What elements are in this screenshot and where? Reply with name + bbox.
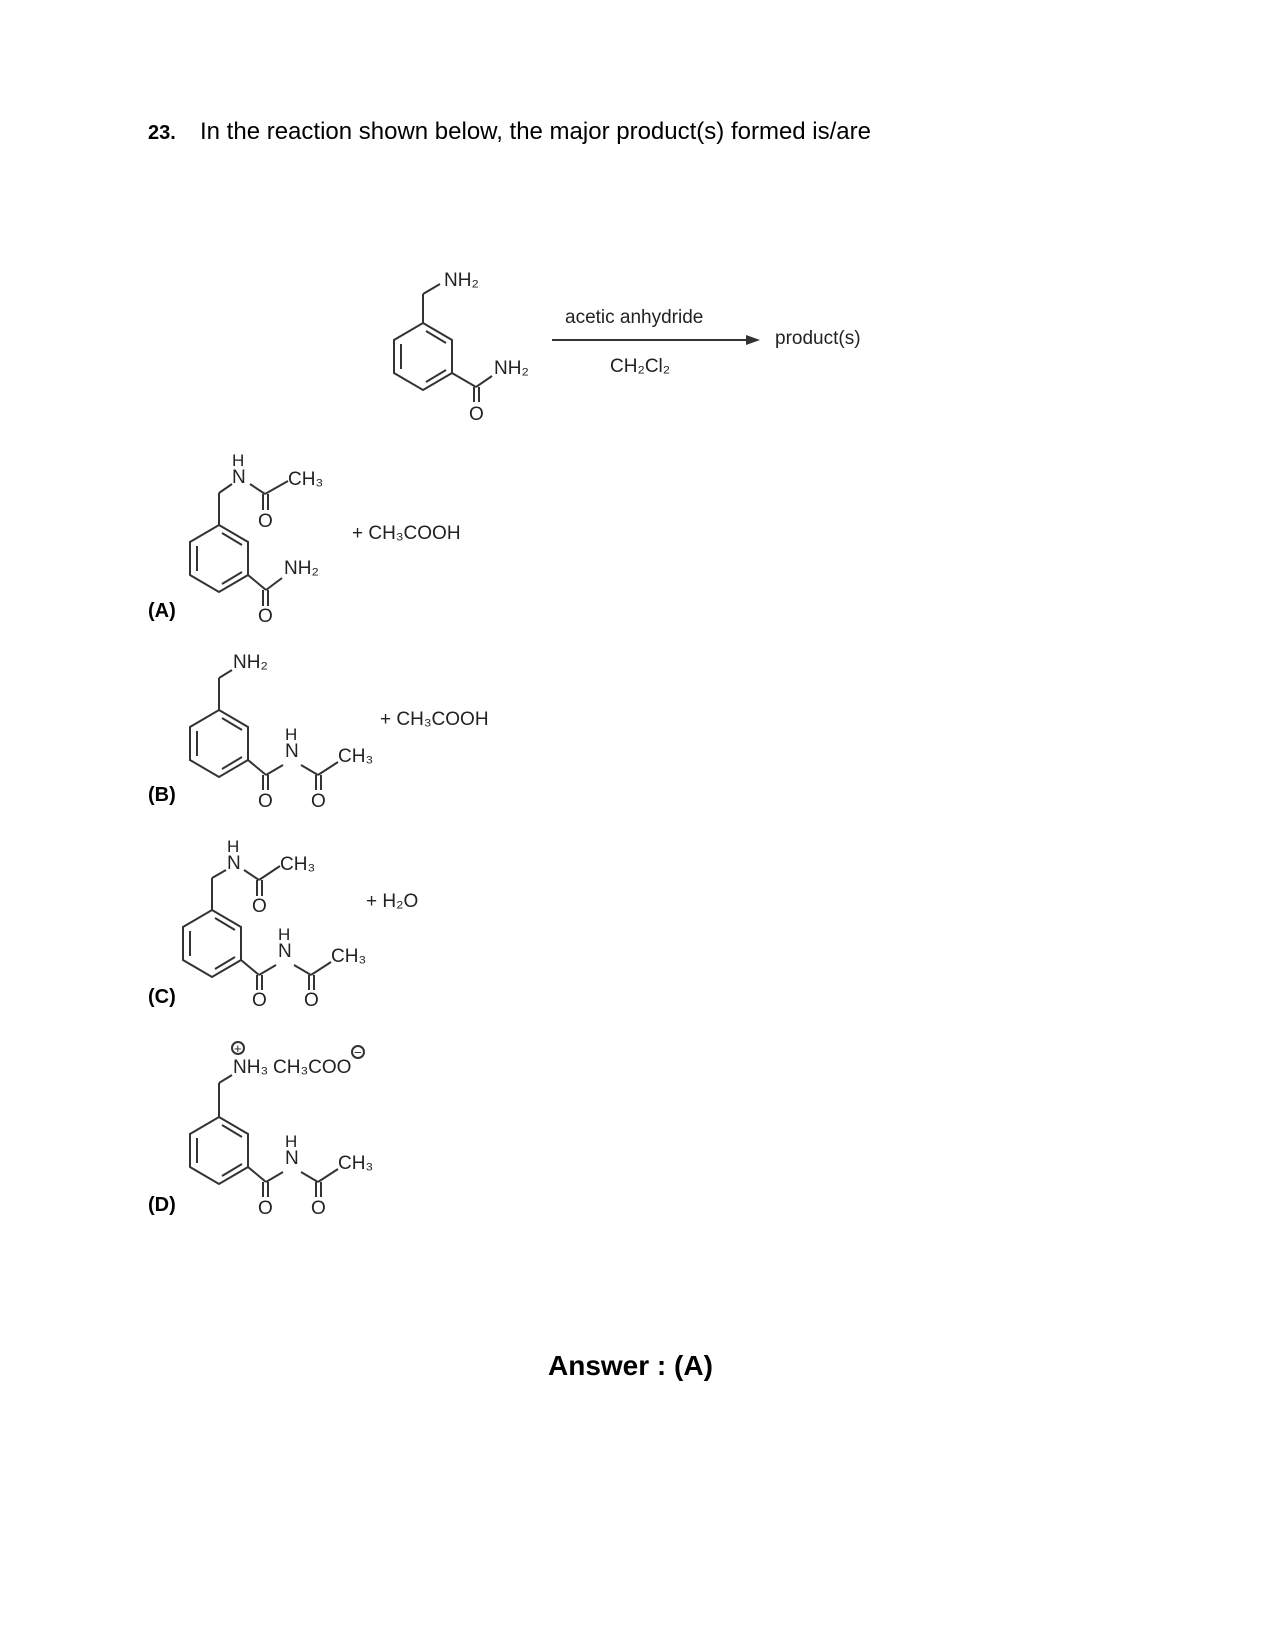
svg-text:H: H	[227, 837, 239, 856]
svg-text:H: H	[285, 725, 297, 744]
reactant-nh2-amide: NH₂	[494, 358, 529, 379]
svg-text:CH₃: CH₃	[338, 746, 373, 767]
svg-text:NH₂: NH₂	[284, 558, 319, 579]
answer-text: Answer : (A)	[548, 1350, 713, 1381]
svg-text:N: N	[285, 1148, 299, 1169]
svg-text:+: +	[234, 1041, 242, 1056]
option-c-structure	[182, 865, 332, 990]
svg-text:CH₃COO: CH₃COO	[273, 1057, 351, 1078]
plus-charge-icon	[231, 1041, 245, 1055]
svg-text:O: O	[304, 990, 319, 1011]
svg-text:O: O	[258, 606, 273, 627]
reactant-carbonyl-o: O	[469, 404, 484, 425]
svg-text:H: H	[285, 1132, 297, 1151]
svg-text:O: O	[258, 511, 273, 532]
question-text: In the reaction shown below, the major p…	[200, 118, 871, 145]
svg-text:O: O	[252, 896, 267, 917]
svg-text:N: N	[285, 741, 299, 762]
reagent-acetic-anhydride: acetic anhydride	[565, 307, 703, 328]
svg-text:O: O	[311, 791, 326, 812]
svg-text:CH₃: CH₃	[288, 469, 323, 490]
svg-text:NH₂: NH₂	[233, 652, 268, 673]
svg-text:O: O	[252, 990, 267, 1011]
svg-text:H: H	[232, 451, 244, 470]
svg-text:N: N	[232, 467, 246, 488]
option-c-byproduct: + H₂O	[366, 891, 418, 912]
svg-text:CH₃: CH₃	[331, 946, 366, 967]
option-c-label: (C)	[148, 986, 176, 1008]
option-d-label: (D)	[148, 1194, 176, 1216]
product-label: product(s)	[775, 328, 861, 349]
option-a-structure	[189, 480, 289, 606]
reagent-solvent: CH₂Cl₂	[610, 356, 670, 377]
svg-text:CH₃: CH₃	[280, 854, 315, 875]
svg-text:O: O	[311, 1198, 326, 1219]
option-a-label: (A)	[148, 600, 176, 622]
option-b-byproduct: + CH₃COOH	[380, 709, 489, 730]
svg-text:O: O	[258, 1198, 273, 1219]
reactant-benzene-ring	[393, 321, 453, 392]
option-a-byproduct: + CH₃COOH	[352, 523, 461, 544]
option-b-label: (B)	[148, 784, 176, 806]
option-d-structure	[189, 1041, 365, 1197]
svg-text:NH₃: NH₃	[233, 1057, 268, 1078]
question-number: 23.	[148, 122, 176, 144]
svg-text:H: H	[278, 925, 290, 944]
option-b-structure	[189, 669, 339, 790]
svg-text:N: N	[278, 941, 292, 962]
reactant-nh2-top: NH₂	[444, 270, 479, 291]
minus-charge-icon	[351, 1045, 365, 1059]
svg-text:−: −	[354, 1045, 362, 1060]
svg-text:O: O	[258, 791, 273, 812]
svg-text:N: N	[227, 853, 241, 874]
svg-text:CH₃: CH₃	[338, 1153, 373, 1174]
